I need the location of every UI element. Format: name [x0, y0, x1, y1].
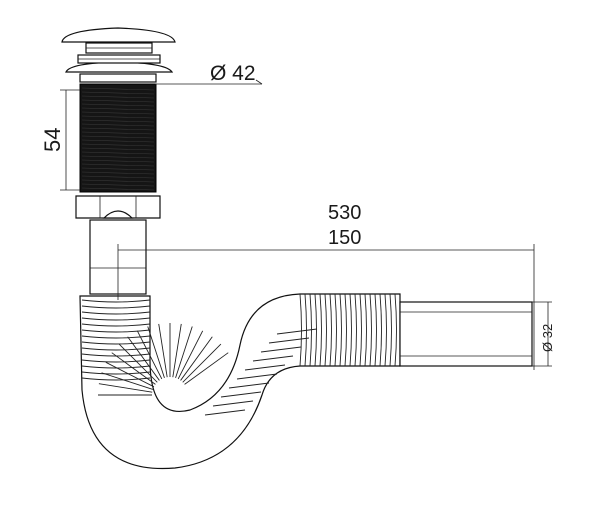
flange: [65, 54, 174, 83]
popup-cap: [61, 27, 176, 54]
cap-diameter-label: Ø 42: [210, 62, 256, 85]
dimension-horizontal-lengths: 530 150: [117, 202, 535, 370]
flexible-hose: [79, 293, 401, 470]
thread-height-label: 54: [40, 128, 65, 152]
threaded-body: [79, 83, 157, 193]
hex-nut: [75, 195, 161, 219]
pipe-diameter-label: Ø 32: [540, 324, 555, 352]
offset-length-label: 150: [328, 227, 361, 249]
dimension-pipe-diameter: Ø 32: [532, 301, 555, 367]
outlet-pipe: [399, 301, 533, 367]
dimension-thread-height: 54: [40, 89, 80, 191]
total-length-label: 530: [328, 202, 361, 224]
dimension-cap-diameter: Ø 42: [155, 62, 263, 85]
